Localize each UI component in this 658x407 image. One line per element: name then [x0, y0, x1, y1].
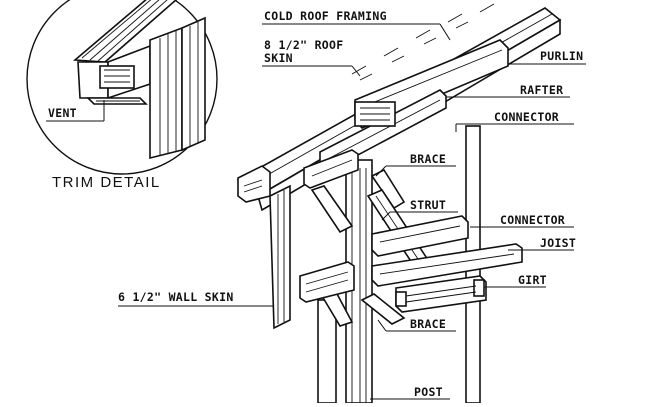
braces: [310, 168, 406, 327]
trim-detail-circle: [26, 0, 218, 175]
trim-detail-inset: VENT TRIM DETAIL: [26, 0, 218, 191]
girt-left: [299, 261, 355, 303]
post-label: POST: [414, 385, 443, 399]
connector-top: [303, 149, 359, 189]
girt-right: [395, 275, 487, 313]
labels: COLD ROOF FRAMING 8 1/2" ROOF SKIN PURLI…: [118, 9, 583, 399]
brace-bottom-label: BRACE: [410, 317, 446, 331]
vent-label: VENT: [48, 106, 77, 120]
connector-mid-label: CONNECTOR: [500, 213, 565, 227]
main-frame-drawing: [236, 3, 562, 404]
purlin-label: PURLIN: [540, 49, 583, 63]
wall-skin-label: 6 1/2" WALL SKIN: [118, 290, 234, 304]
trim-detail-title: TRIM DETAIL: [52, 174, 161, 191]
trim-detail-drawing: [72, 0, 206, 160]
eave-trim: [237, 165, 271, 203]
wall-skin: [269, 184, 291, 330]
joist: [371, 243, 523, 287]
cold-roof-framing-label: COLD ROOF FRAMING: [264, 9, 387, 23]
joist-label: JOIST: [540, 236, 576, 250]
strut-label: STRUT: [410, 198, 446, 212]
rafter-label: RAFTER: [520, 83, 563, 97]
girt-label: GIRT: [518, 273, 547, 287]
connector-middle: [371, 215, 469, 257]
leader-lines: [118, 23, 586, 400]
brace-top-label: BRACE: [410, 152, 446, 166]
roof-skin-label-line2: SKIN: [264, 51, 293, 65]
connector-top-label: CONNECTOR: [494, 110, 559, 124]
roof-skin-label-line1: 8 1/2" ROOF: [264, 38, 343, 52]
